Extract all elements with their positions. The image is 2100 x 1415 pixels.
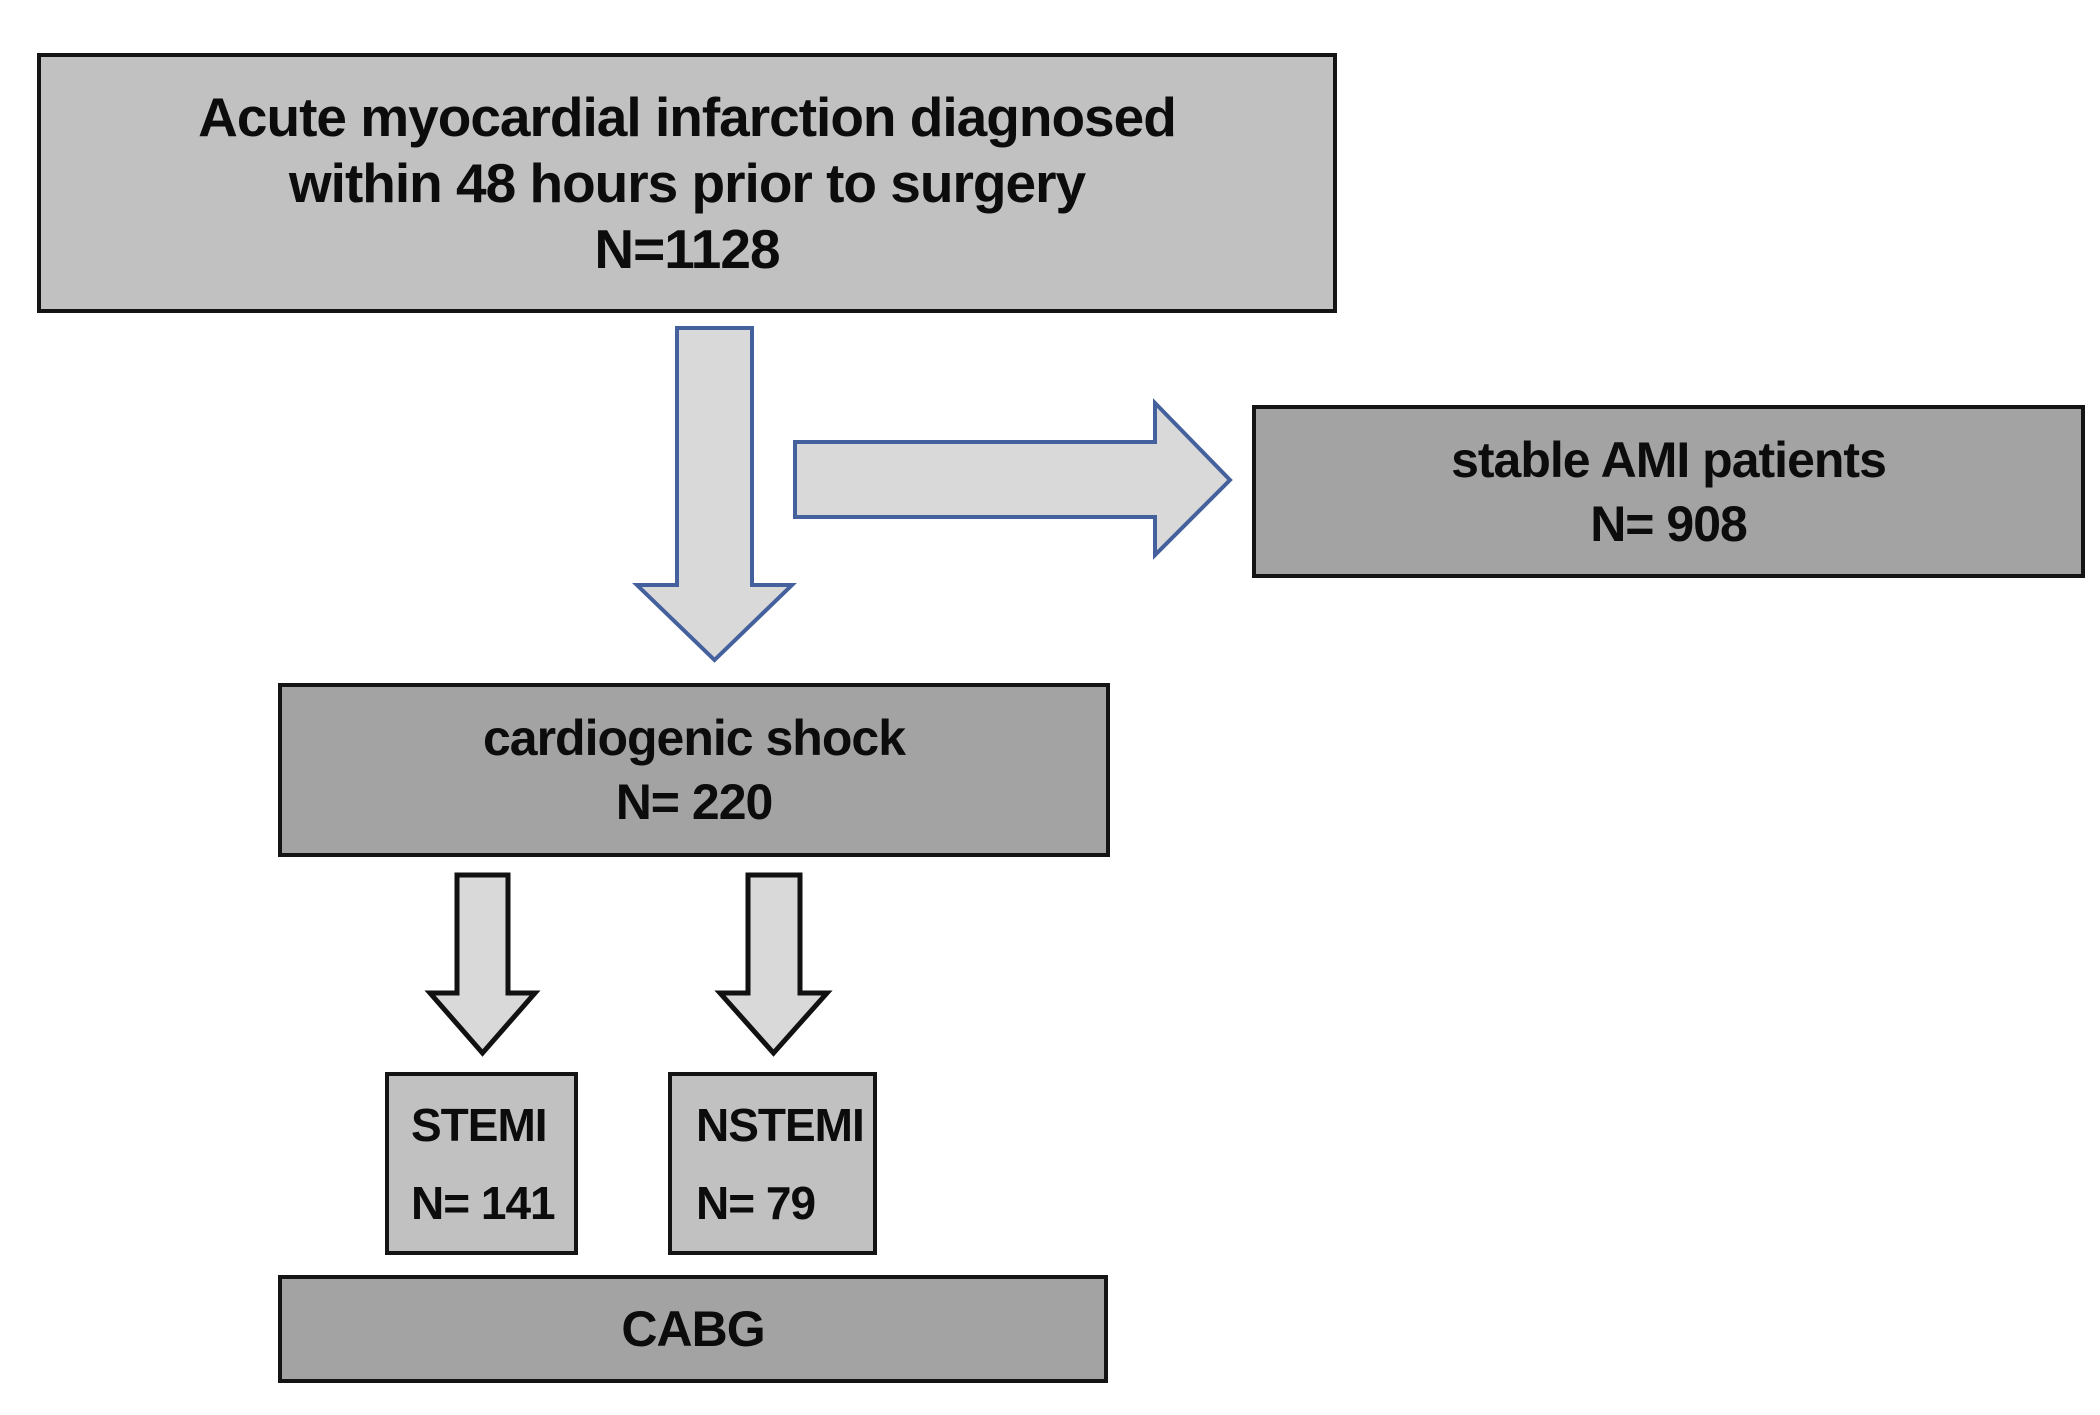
flow-arrow-down-right-icon [714, 872, 833, 1057]
stemi-count: N= 141 [411, 1176, 556, 1229]
cabg-box: CABG [278, 1275, 1108, 1383]
nstemi-label: NSTEMI [696, 1098, 865, 1151]
stable-ami-box: stable AMI patients N= 908 [1252, 405, 2085, 578]
flow-arrow-down-left-icon [424, 872, 541, 1057]
flow-arrow-right-icon [793, 398, 1233, 560]
acute-mi-line-2: within 48 hours prior to surgery [288, 152, 1086, 214]
cardiogenic-shock-box: cardiogenic shock N= 220 [278, 683, 1110, 857]
flow-arrow-down-icon [632, 326, 797, 663]
nstemi-count: N= 79 [696, 1176, 816, 1229]
cardiogenic-shock-label: cardiogenic shock [482, 710, 906, 766]
acute-mi-line-1: Acute myocardial infarction diagnosed [198, 86, 1177, 148]
stemi-label: STEMI [411, 1098, 548, 1151]
acute-mi-box: Acute myocardial infarction diagnosed wi… [37, 53, 1337, 313]
acute-mi-count: N=1128 [594, 218, 780, 280]
stable-ami-label: stable AMI patients [1451, 431, 1887, 488]
nstemi-box: NSTEMI N= 79 [668, 1072, 877, 1255]
stemi-box: STEMI N= 141 [385, 1072, 578, 1255]
cabg-label: CABG [621, 1301, 765, 1357]
cardiogenic-shock-count: N= 220 [615, 774, 774, 830]
stable-ami-count: N= 908 [1590, 495, 1748, 552]
